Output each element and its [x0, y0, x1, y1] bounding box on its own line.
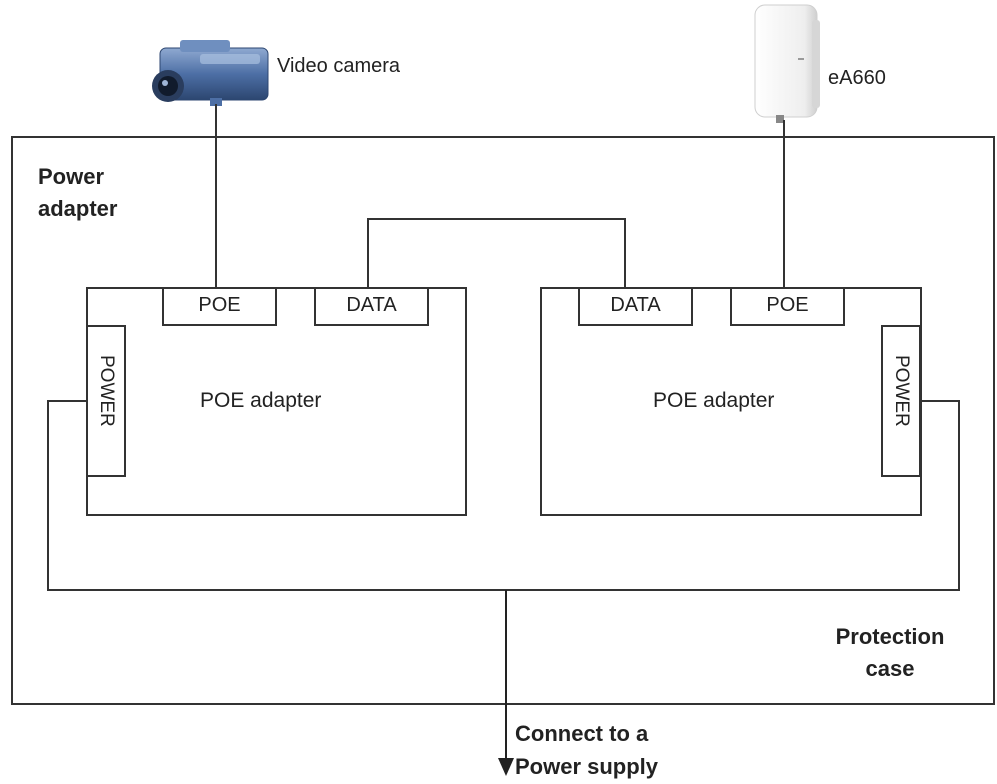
- down-arrow-icon: [498, 758, 514, 776]
- right-poe-port-label: POE: [766, 294, 809, 316]
- left-poe-port-label: POE: [198, 294, 241, 316]
- data-link-cable: [367, 218, 626, 288]
- left-power-port-label: POWER: [96, 355, 117, 427]
- ea660-label: eA660: [828, 67, 886, 89]
- left-data-port-label: DATA: [346, 294, 397, 316]
- camera-label: Video camera: [277, 55, 401, 77]
- protection-case-box: [11, 136, 995, 705]
- left-poe-port-box: [162, 287, 277, 326]
- ea660-device-icon: [754, 4, 820, 123]
- right-data-port-label: DATA: [610, 294, 661, 316]
- left-adapter-title: POE adapter: [200, 389, 322, 412]
- video-camera-icon: [152, 40, 269, 106]
- left-power-port-box: [86, 325, 126, 477]
- power-supply-label: Connect to a Power supply: [515, 721, 659, 779]
- power-feed-cable: [47, 400, 960, 591]
- power-adapter-label: Power adapter: [38, 164, 118, 221]
- right-poe-port-box: [730, 287, 845, 326]
- right-data-port-box: [578, 287, 693, 326]
- left-data-port-box: [314, 287, 429, 326]
- protection-case-label: Protection case: [835, 624, 945, 681]
- right-adapter-title: POE adapter: [653, 389, 775, 412]
- right-power-port-label: POWER: [891, 355, 912, 427]
- right-power-port-box: [881, 325, 921, 477]
